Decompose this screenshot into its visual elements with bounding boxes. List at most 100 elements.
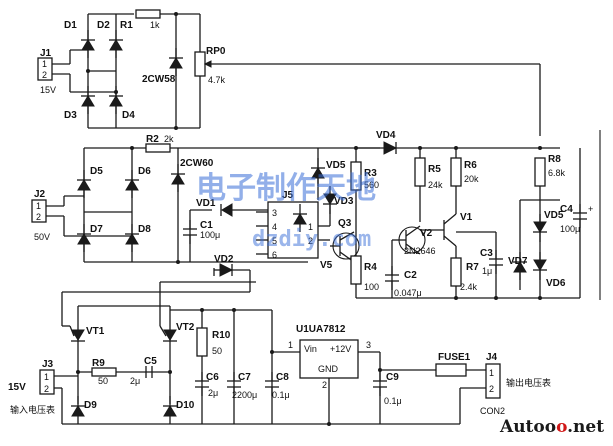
j1-pin1: 1 — [42, 59, 47, 69]
site-logo-text: Autooo.net — [499, 417, 604, 437]
connector-j2 — [31, 196, 65, 236]
j3-pin2: 2 — [44, 384, 49, 394]
diode-d3 — [80, 85, 96, 115]
d5-label: D5 — [90, 166, 103, 177]
r9-value: 50 — [98, 376, 108, 386]
u1-vin: Vin — [304, 344, 317, 354]
vd4-label: VD4 — [376, 130, 396, 141]
j3-label: J3 — [42, 359, 54, 370]
rp0-label: RP0 — [206, 46, 226, 57]
j5-pin4: 4 — [272, 222, 277, 232]
vd5b-label: VD5 — [544, 210, 564, 221]
r4-value: 100 — [364, 282, 379, 292]
j2-label: J2 — [34, 189, 46, 200]
j4-label: J4 — [486, 352, 498, 363]
fuse-1 — [435, 363, 467, 377]
r9-label: R9 — [92, 358, 105, 369]
c9-value: 0.1μ — [384, 396, 402, 406]
u1-pin1: 1 — [288, 340, 293, 350]
site-mid: o — [556, 417, 567, 437]
c7-value: 2200μ — [232, 390, 257, 400]
q3-label: Q3 — [338, 218, 352, 229]
diode-d5 — [76, 169, 92, 199]
site-logo: Autooo.net — [499, 417, 604, 437]
j3-pin1: 1 — [44, 372, 49, 382]
r10-value: 50 — [212, 346, 222, 356]
j4-name: 输出电压表 — [506, 377, 551, 389]
junction-dots — [76, 12, 542, 426]
r6-label: R6 — [464, 160, 477, 171]
u1-pin2: 2 — [322, 380, 327, 390]
c6-value: 2μ — [208, 388, 218, 398]
vd7-label: VD7 — [508, 256, 528, 267]
d2-label: D2 — [97, 20, 110, 31]
diode-d9 — [70, 395, 86, 425]
j4-pin2: 2 — [489, 384, 494, 394]
c2-label: C2 — [404, 270, 417, 281]
fuse1-label: FUSE1 — [438, 352, 471, 363]
vt1-label: VT1 — [86, 326, 105, 337]
j2-voltage: 50V — [34, 232, 50, 242]
u1-pin3: 3 — [366, 340, 371, 350]
diode-d2 — [108, 29, 124, 59]
r5-value: 24k — [428, 180, 443, 190]
c3-label: C3 — [480, 248, 493, 259]
resistor-r10 — [196, 327, 208, 357]
rp0-value: 4.7k — [208, 75, 226, 85]
j5-pin2: 2 — [308, 236, 313, 246]
c3-value: 1μ — [482, 266, 492, 276]
c1-value: 100μ — [200, 230, 220, 240]
c6-label: C6 — [206, 372, 219, 383]
j3-name: 输入电压表 — [10, 404, 55, 416]
vt2-label: VT2 — [176, 322, 195, 333]
resistor-r9 — [91, 367, 117, 377]
d9-label: D9 — [84, 400, 97, 411]
vd1-label: VD1 — [196, 198, 216, 209]
r8-label: R8 — [548, 154, 561, 165]
c4-value: 100μ — [560, 224, 580, 234]
u1-out: +12V — [330, 344, 351, 354]
j5-pin6: 6 — [272, 250, 277, 260]
j3-voltage: 15V — [8, 382, 26, 393]
r2-label: R2 — [146, 134, 159, 145]
resistor-r4 — [350, 255, 362, 285]
d8-label: D8 — [138, 224, 151, 235]
site-suffix: .net — [567, 417, 604, 437]
zener1-label: 2CW58 — [142, 74, 176, 85]
r10-label: R10 — [212, 330, 231, 341]
r7-value: 2.4k — [460, 282, 478, 292]
zener2-label: 2CW60 — [180, 158, 214, 169]
j5-label: J5 — [282, 190, 294, 201]
vd2-label: VD2 — [214, 254, 234, 265]
diode-d1 — [80, 29, 96, 59]
r8-value: 6.8k — [548, 168, 566, 178]
j5-pin3: 3 — [272, 208, 277, 218]
d4-label: D4 — [122, 110, 135, 121]
resistor-r6 — [450, 157, 462, 187]
c7-label: C7 — [238, 372, 251, 383]
diode-d8 — [124, 223, 140, 253]
j5-pin5: 5 — [272, 236, 277, 246]
v5-label: V5 — [320, 260, 333, 271]
watermark-cn: 电子制作天地 — [196, 171, 376, 206]
r6-value: 20k — [464, 174, 479, 184]
connector-j1 — [37, 50, 71, 92]
c8-label: C8 — [276, 372, 289, 383]
connector-j4 — [398, 363, 501, 425]
u1-label: U1UA7812 — [296, 324, 346, 335]
diode-vd6 — [532, 251, 548, 281]
j4-pin1: 1 — [489, 368, 494, 378]
connector-j3 — [39, 369, 78, 404]
r4-label: R4 — [364, 262, 377, 273]
v2-value: 2N2646 — [404, 246, 436, 256]
c2-value: 0.047μ — [394, 288, 422, 298]
d10-label: D10 — [176, 400, 195, 411]
vd6-label: VD6 — [546, 278, 566, 289]
vd5a-label: VD5 — [326, 160, 346, 171]
c9-label: C9 — [386, 372, 399, 383]
c1-label: C1 — [200, 220, 213, 231]
r7-label: R7 — [466, 262, 479, 273]
j1-pin2: 2 — [42, 70, 47, 80]
